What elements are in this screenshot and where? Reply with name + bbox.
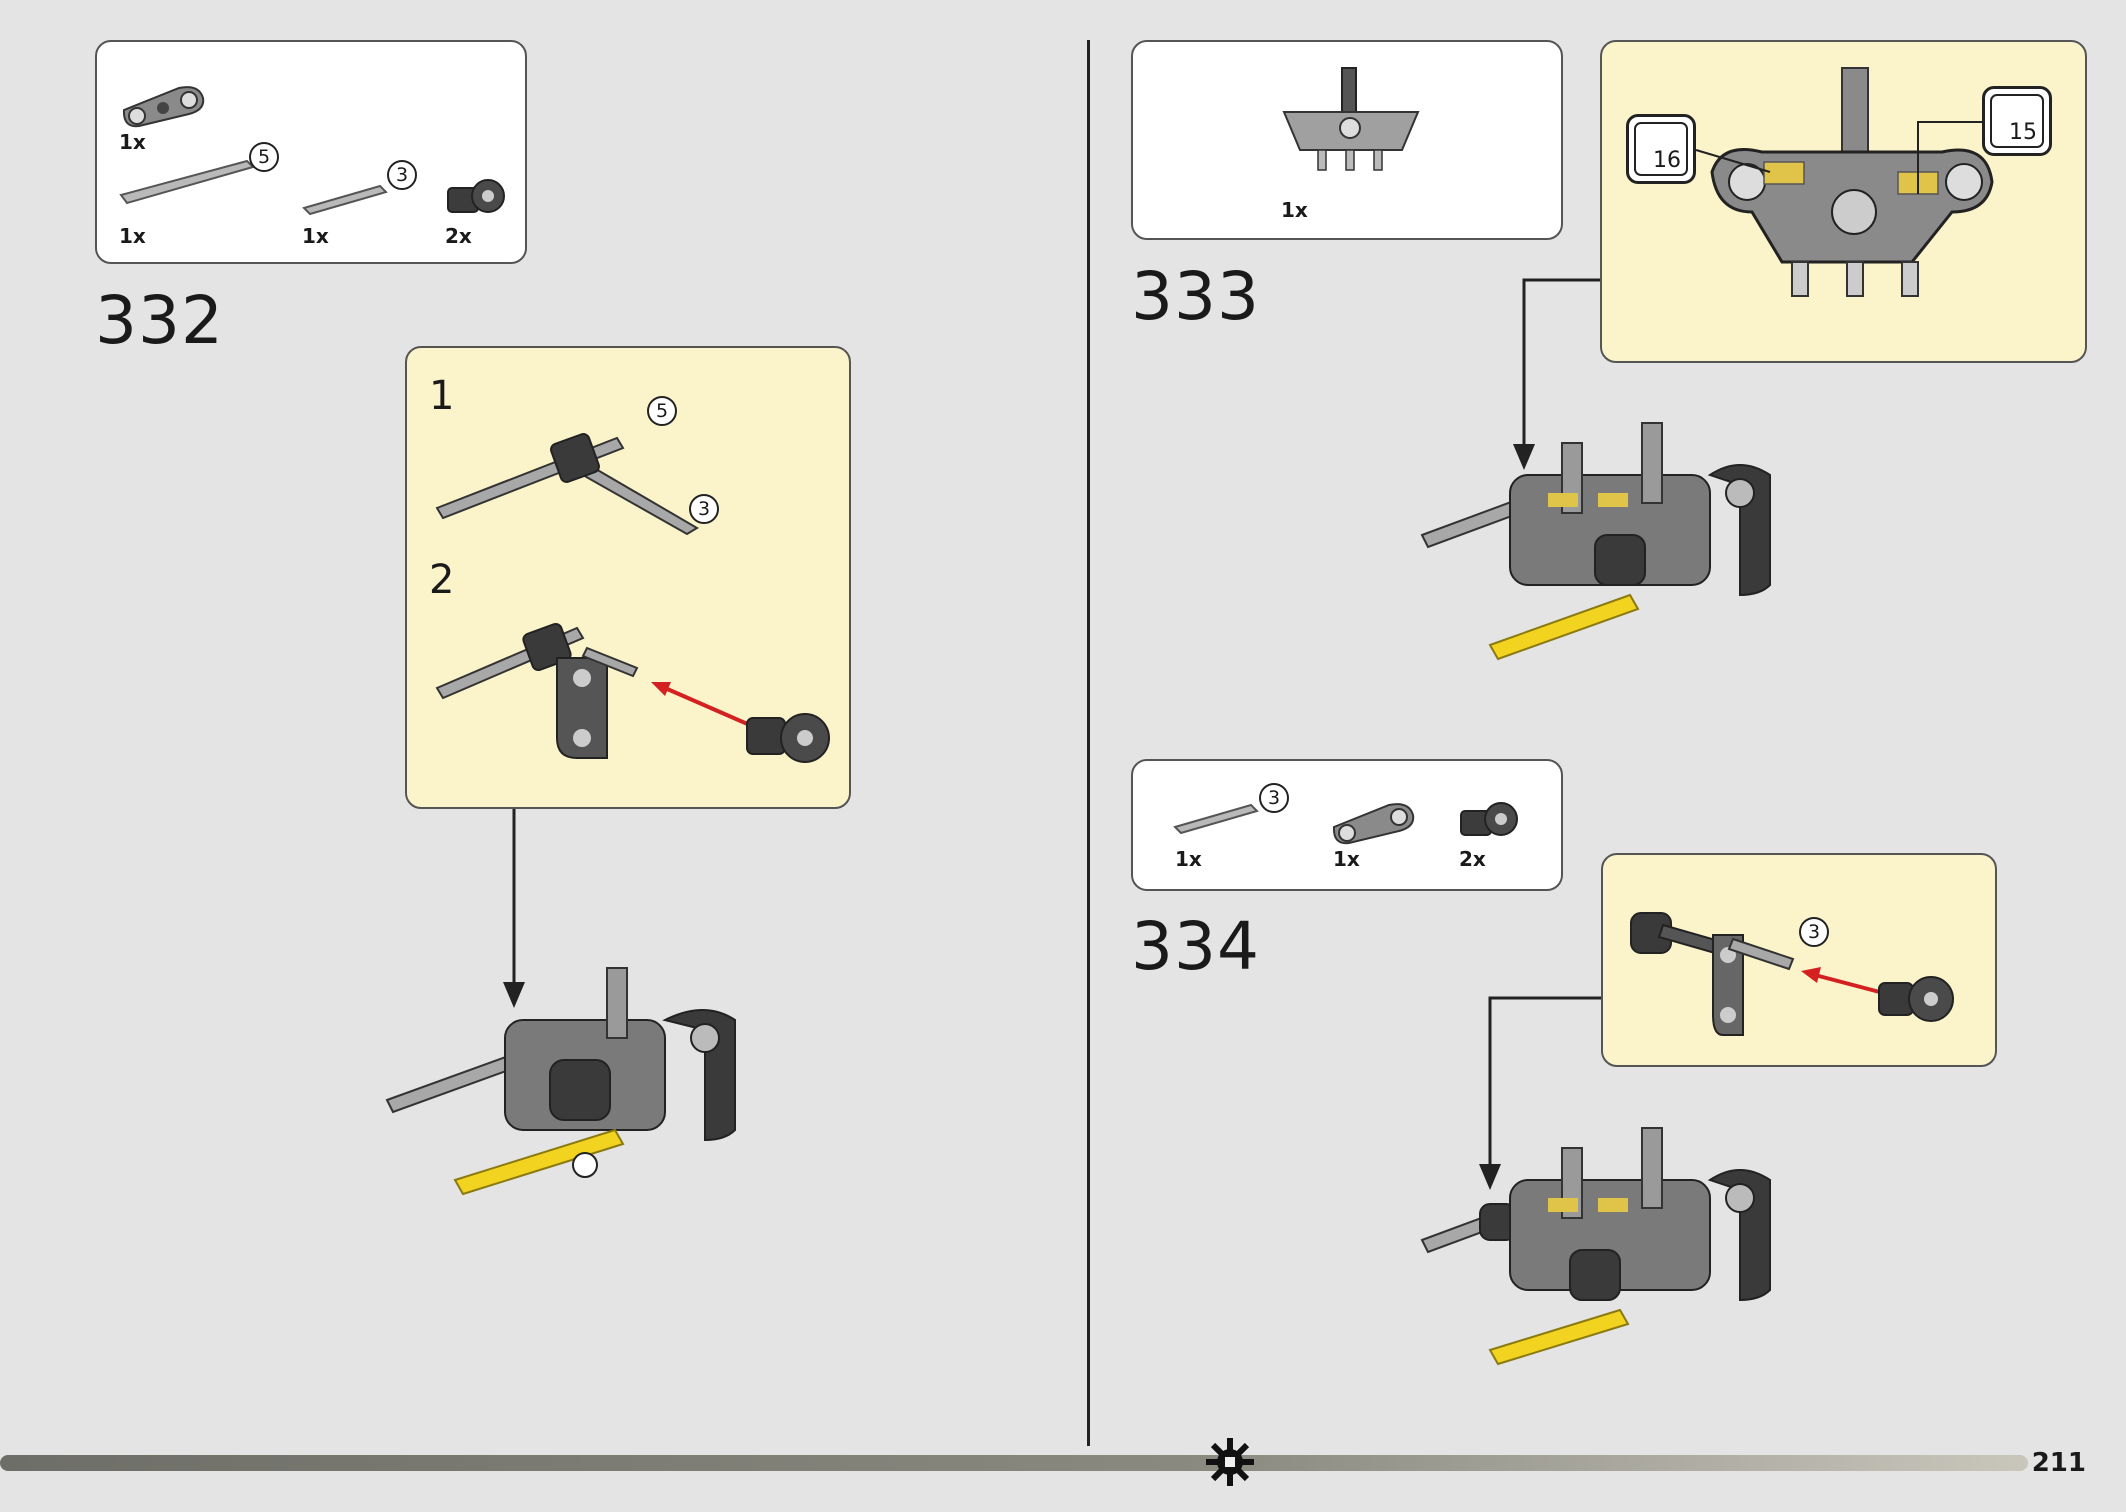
- sub-assembly-334: 3: [1601, 853, 1997, 1067]
- part-qty: 1x: [1333, 847, 1360, 871]
- progress-bar: [0, 1455, 2028, 1471]
- substep-number: 1: [429, 373, 455, 419]
- sub-assembly-332: 1 5 3 2: [405, 346, 851, 809]
- length-indicator: 3: [689, 494, 719, 524]
- length-indicator: 3: [1259, 783, 1289, 813]
- part-qty: 1x: [1281, 198, 1308, 222]
- sticker-icon: 16: [1626, 114, 1696, 184]
- part-qty: 2x: [445, 224, 472, 248]
- part-qty: 2x: [1459, 847, 1486, 871]
- beam-connector-part-icon: [122, 86, 205, 128]
- sticker-leader-lines: [1695, 121, 1982, 194]
- beam-connector-part-icon: [1332, 803, 1415, 845]
- length-indicator: 3: [387, 160, 417, 190]
- page-number: 211: [2031, 1448, 2086, 1478]
- sticker-number: 15: [2009, 120, 2037, 145]
- part-qty: 1x: [1175, 847, 1202, 871]
- parts-list-334: 3 1x 1x 2x: [1131, 759, 1563, 891]
- length-indicator: 5: [647, 396, 677, 426]
- axle-connector-part-icon: [1460, 802, 1518, 836]
- parts-list-332: 1x 5 1x 3 1x 2x: [95, 40, 527, 264]
- part-qty: 1x: [119, 130, 146, 154]
- parts-list-333: 1x: [1131, 40, 1563, 240]
- substep-number: 2: [429, 557, 455, 603]
- page-divider: [1087, 40, 1090, 1446]
- axle-3-part-icon: [1173, 803, 1259, 835]
- sticker-number: 16: [1653, 148, 1681, 173]
- substep-1-model: [435, 433, 699, 536]
- model-assembly-334: [1420, 1127, 1771, 1366]
- model-assembly-333: [1420, 422, 1771, 661]
- sub-assembly-334-model: [1630, 912, 1954, 1036]
- gear-icon: [1206, 1438, 1254, 1486]
- part-qty: 1x: [302, 224, 329, 248]
- step-number-334: 334: [1131, 908, 1260, 985]
- step-number-333: 333: [1131, 258, 1260, 335]
- axle-3-part-icon: [302, 184, 388, 216]
- length-indicator: 5: [249, 142, 279, 172]
- part-qty: 1x: [119, 224, 146, 248]
- model-assembly-332: [385, 967, 736, 1196]
- sticker-callout-333: 16 15: [1600, 40, 2087, 363]
- sticker-icon: 15: [1982, 86, 2052, 156]
- substep-2-model: [435, 622, 830, 763]
- beam-panel-part-icon: [1282, 67, 1420, 171]
- length-indicator: 3: [1799, 917, 1829, 947]
- step-number-332: 332: [95, 282, 224, 359]
- axle-connector-part-icon: [447, 179, 505, 213]
